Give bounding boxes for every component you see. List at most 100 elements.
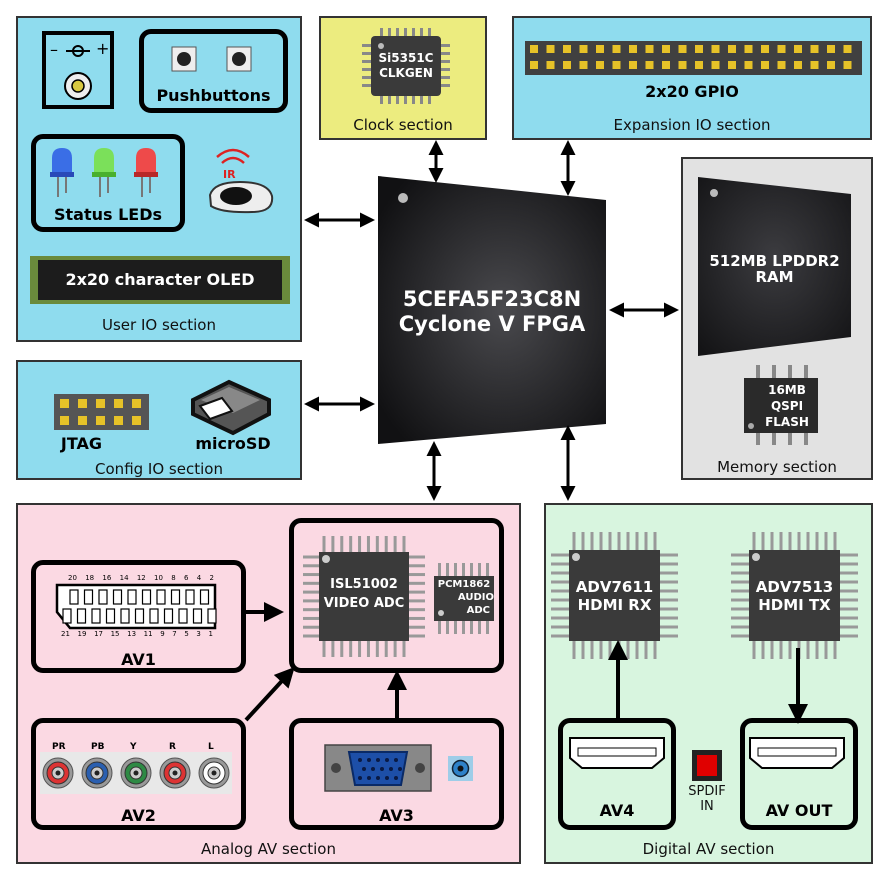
spdif-label-2: IN [700,799,714,814]
scart-pin-number: 15 [110,630,120,638]
fpga-chip [378,176,606,444]
expansion-caption: Expansion IO section [613,116,771,134]
scart-connector-icon [55,583,217,630]
rca-label: PR [52,742,66,752]
pushbutton-icons [171,46,252,72]
scart-pin-number: 8 [171,574,176,582]
scart-pin-number: 16 [102,574,112,582]
av3-label: AV3 [379,806,414,825]
analog-av-caption: Analog AV section [201,840,336,858]
flash-label-2: QSPI [770,399,804,413]
av2-label: AV2 [121,806,156,825]
digital-av-caption: Digital AV section [642,840,775,858]
gpio-header [525,41,862,75]
hdmi-rx-label-2: HDMI RX [577,596,652,614]
config-io-caption: Config IO section [95,460,223,478]
audio-adc-label-2: AUDIO [457,592,494,603]
scart-pin-number: 6 [183,574,189,582]
hdmi-connector-avout-icon [749,737,845,769]
power-minus: – [50,40,58,59]
rca-jacks-icon [40,752,232,794]
av4-label: AV4 [599,801,635,820]
ram-chip [698,177,851,356]
spdif-connector-icon [692,750,722,781]
scart-pin-number: 10 [154,574,163,582]
hdmi-rx-chip [551,532,678,659]
memory-caption: Memory section [717,458,837,476]
clkgen-chip [362,28,450,104]
av3-box [289,718,504,830]
video-adc-chip [303,536,425,657]
av1-label: AV1 [121,650,156,669]
hdmi-tx-label-1: ADV7513 [755,578,834,596]
ram-label-2: RAM [755,268,794,286]
vga-connector-icon [324,744,432,792]
adc-box [289,518,504,673]
rca-label: Y [130,742,137,752]
rca-label: L [208,742,214,752]
flash-label-1: 16MB [768,383,806,397]
scart-pin-number: 3 [196,630,201,638]
scart-pin-number: 7 [172,630,177,638]
scart-pin-number: 9 [160,630,165,638]
video-adc-label-1: ISL51002 [330,577,398,592]
fpga-label-1: 5CEFA5F23C8N [402,287,582,311]
user-io-caption: User IO section [102,316,216,334]
avout-box [740,718,858,830]
av4-box [558,718,676,830]
av2-box [31,718,246,830]
ir-receiver-icon [208,148,274,214]
scart-pin-number: 11 [143,630,153,638]
microsd-icon [191,379,271,436]
clock-caption: Clock section [353,116,453,134]
pushbuttons-label: Pushbuttons [156,86,271,105]
audio-adc-chip [434,563,494,634]
fpga-connection-arrows [304,140,679,501]
scart-pin-number: 21 [61,630,70,638]
clkgen-label-2: CLKGEN [379,66,433,80]
rca-label: PB [91,742,105,752]
power-plus: + [96,39,110,58]
dc-power-jack-icon [42,31,114,109]
scart-pin-number: 2 [209,574,214,582]
flash-label-3: FLASH [765,415,809,429]
internal-arrows [244,602,808,724]
scart-pin-number: 13 [127,630,137,638]
fpga-label-2: Cyclone V FPGA [398,312,586,336]
hdmi-tx-chip [731,532,858,659]
hdmi-connector-av4-icon [569,737,665,769]
jtag-header-icon [54,394,149,430]
audio-adc-label-3: ADC [466,605,490,616]
scart-pin-number: 19 [77,630,87,638]
microsd-label: microSD [195,434,271,453]
ir-label: IR [223,168,236,181]
scart-pin-number: 18 [85,574,95,582]
ram-label-1: 512MB LPDDR2 [709,252,840,270]
scart-pin-number: 4 [196,574,202,582]
clkgen-label-1: Si5351C [378,51,434,65]
scart-pin-number: 17 [94,630,103,638]
scart-pin-number: 14 [119,574,129,582]
spdif-label-1: SPDIF [688,784,726,799]
oled-label: 2x20 character OLED [65,270,255,289]
status-leds-label: Status LEDs [53,205,163,224]
av1-box [31,560,246,673]
oled-display [30,256,290,304]
expansion-io-section [512,16,872,140]
scart-pin-number: 1 [208,630,213,638]
scart-pin-number: 5 [184,630,189,638]
qspi-flash-chip [744,365,818,445]
jtag-label: JTAG [60,434,103,453]
audio-adc-label-1: PCM1862 [437,579,491,590]
status-led-icons [50,148,158,197]
video-adc-label-2: VIDEO ADC [323,596,405,611]
scart-pin-number: 12 [136,574,146,582]
audio-jack-icon [448,756,473,781]
rca-label: R [169,742,176,752]
gpio-label: 2x20 GPIO [645,82,739,101]
av-out-label: AV OUT [765,801,833,820]
hdmi-tx-label-2: HDMI TX [758,596,831,614]
